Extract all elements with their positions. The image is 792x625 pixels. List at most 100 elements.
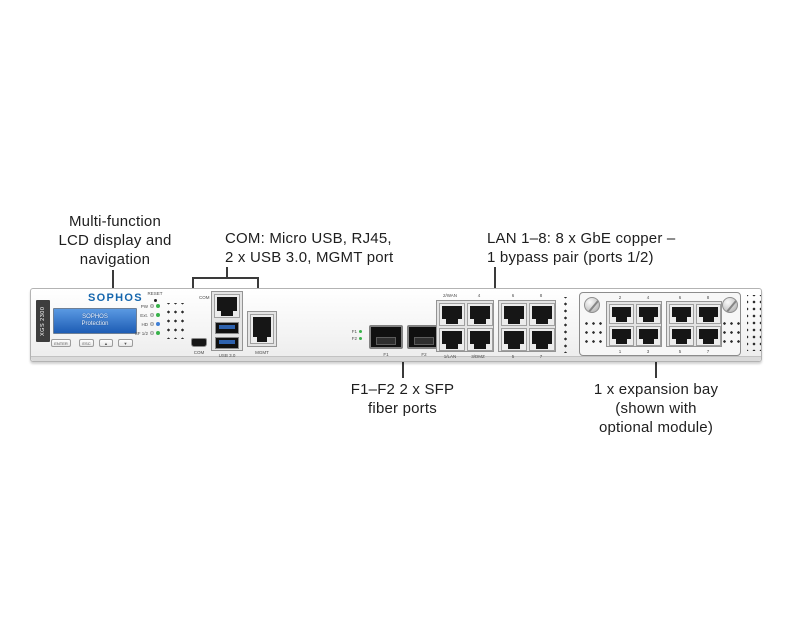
module-vent-grid-left: [583, 319, 604, 346]
reset-button: [154, 299, 157, 302]
led-indicator-off: [150, 304, 154, 308]
callout-sfp-line2: fiber ports: [368, 400, 437, 417]
lan-label-6: 6: [511, 293, 515, 298]
module-port-8: [696, 304, 721, 324]
pointer-line-expansion: [655, 358, 657, 378]
led-indicator-green: [156, 313, 160, 317]
module-port-4: [636, 304, 661, 324]
mgmt-bezel: [247, 311, 277, 347]
module-label-1: 1: [618, 349, 622, 354]
led-label-sf: SF 1/2: [134, 330, 148, 336]
led-row-ext: Ext.: [133, 312, 160, 318]
usb3-label: USB 3.0: [218, 353, 236, 358]
sfp-port-label-f2: F2: [421, 352, 427, 357]
lan-port-1: [439, 328, 465, 351]
module-port-block-2: [666, 301, 722, 347]
reset-label: RESET: [147, 291, 163, 296]
lan-port-3: [467, 328, 493, 351]
lan-port-6: [501, 303, 527, 326]
module-port-1: [609, 326, 634, 346]
sfp-led-row-f2: F2: [347, 335, 362, 341]
module-label-8: 8: [706, 295, 710, 300]
module-label-6: 6: [678, 295, 682, 300]
module-port-7: [696, 326, 721, 346]
lan-label-5: 5: [511, 354, 515, 359]
module-port-5: [669, 326, 694, 346]
callout-sfp-ports: F1–F2 2 x SFP fiber ports: [320, 380, 485, 418]
micro-usb-com-port: [191, 338, 207, 347]
lan-label-3dmz: 3/DMZ: [471, 354, 485, 359]
led-indicator-off: [150, 331, 154, 335]
mgmt-label: MGMT: [255, 350, 269, 355]
lan-port-block-1: [436, 300, 494, 352]
led-indicator-green: [156, 331, 160, 335]
lan-port-8: [529, 303, 555, 326]
vent-hole-grid: [165, 303, 186, 339]
led-indicator-green: [156, 304, 160, 308]
callout-expansion-bay: 1 x expansion bay (shown with optional m…: [568, 380, 744, 437]
callout-expansion-line2: (shown with: [615, 400, 697, 417]
lan-label-7: 7: [539, 354, 543, 359]
led-row-hd: HD: [133, 321, 160, 327]
led-label-hd: HD: [141, 321, 149, 327]
led-label-pw: PW: [140, 303, 148, 309]
brand-logo: SOPHOS: [88, 292, 143, 304]
callout-lan-ports: LAN 1–8: 8 x GbE copper – 1 bypass pair …: [487, 229, 675, 267]
module-port-6: [669, 304, 694, 324]
callout-expansion-line1: 1 x expansion bay: [593, 381, 719, 398]
callout-sfp-line1: F1–F2 2 x SFP: [350, 381, 455, 398]
nav-button-down: ▼: [118, 339, 133, 347]
module-port-block-1: [606, 301, 662, 347]
pointer-stem-com: [226, 267, 228, 278]
led-indicator-off: [150, 313, 154, 317]
lan-label-1lan: 1/LAN: [443, 354, 457, 359]
callout-lcd-line1: Multi-function: [68, 213, 161, 230]
chassis-bottom-edge: [31, 356, 761, 361]
callout-com-line2: 2 x USB 3.0, MGMT port: [225, 249, 394, 266]
pointer-line-sfp: [402, 358, 404, 378]
lan-port-block-2: [498, 300, 556, 352]
callout-lcd-line3: navigation: [79, 251, 151, 268]
vent-hole-column: [562, 297, 569, 353]
sfp-led-label-f1: F1: [351, 328, 357, 334]
lan-label-8: 8: [539, 293, 543, 298]
model-badge: XGS 2300: [36, 300, 50, 342]
usb3-port-1: [215, 322, 239, 334]
module-port-3: [636, 326, 661, 346]
callout-com-ports: COM: Micro USB, RJ45, 2 x USB 3.0, MGMT …: [225, 229, 393, 267]
sfp-port-label-f1: F1: [383, 352, 389, 357]
lan-port-4: [467, 303, 493, 326]
callout-com-line1: COM: Micro USB, RJ45,: [225, 230, 392, 247]
module-label-5: 5: [678, 349, 682, 354]
com-usb-bezel: [211, 291, 243, 351]
mgmt-port: [250, 314, 274, 344]
module-label-3: 3: [646, 349, 650, 354]
lcd-display: SOPHOS Protection: [53, 308, 137, 334]
module-label-4: 4: [646, 295, 650, 300]
sfp-led-label-f2: F2: [351, 335, 357, 341]
sfp-led-f2: [359, 336, 362, 340]
appliance-front-panel: XGS 2300 SOPHOS SOPHOS Protection ENTER …: [30, 288, 762, 362]
lan-port-5: [501, 328, 527, 351]
led-row-sf: SF 1/2: [133, 330, 160, 336]
sfp-led-f1: [359, 329, 362, 333]
led-row-power: PW: [133, 303, 160, 309]
com-rj45-port: [214, 294, 240, 318]
lan-port-7: [529, 328, 555, 351]
led-indicator-blue: [156, 322, 160, 326]
module-vent-grid-right: [721, 319, 742, 346]
thumbscrew-right: [722, 297, 738, 313]
module-label-7: 7: [706, 349, 710, 354]
usb3-port-2: [215, 337, 239, 349]
sfp-port-f1: [369, 325, 403, 349]
lan-port-2: [439, 303, 465, 326]
pointer-line-lan: [494, 267, 496, 296]
lan-label-4: 4: [477, 293, 481, 298]
callout-lan-line1: LAN 1–8: 8 x GbE copper –: [487, 230, 676, 247]
sfp-port-f2: [407, 325, 441, 349]
com-rj45-label: COM: [199, 295, 210, 300]
callout-lcd-line2: LCD display and: [58, 232, 172, 249]
callout-lcd-display: Multi-function LCD display and navigatio…: [30, 212, 200, 269]
nav-button-up: ▲: [99, 339, 113, 347]
